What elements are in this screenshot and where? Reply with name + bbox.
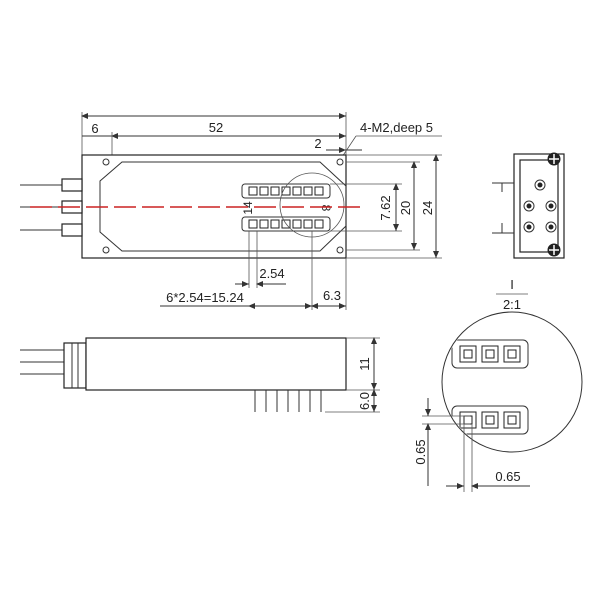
dim-pin-width: 0.65 (413, 439, 428, 464)
detail-title: I (510, 277, 514, 292)
module-lid-outline (99, 161, 347, 252)
dim-edge-offset: 6.3 (323, 288, 341, 303)
dim-pitch: 2.54 (259, 266, 284, 281)
dim-height-inner: 20 (398, 201, 413, 215)
top-view: 52 6 2 4-M2,deep 5 (20, 112, 442, 310)
dim-height-outer: 24 (420, 201, 435, 215)
port-icon (523, 200, 535, 212)
dim-pin-depth: 0.65 (495, 469, 520, 484)
port-icon (545, 221, 557, 233)
pin-label-14: 14 (241, 201, 255, 215)
detail-scale: 2:1 (503, 297, 521, 312)
dim-pin-length: 6.0 (357, 392, 372, 410)
dim-row-spacing: 7.62 (378, 195, 393, 220)
mounting-hole-icon (336, 158, 344, 166)
pin-row-top (241, 183, 331, 199)
pin-label-8: 8 (319, 205, 333, 212)
hole-note: 4-M2,deep 5 (360, 120, 433, 135)
side-view: 11 6.0 (20, 337, 380, 413)
mounting-hole-icon (102, 158, 110, 166)
dim-hole-offset: 2 (314, 136, 321, 151)
dim-overall-width: 52 (209, 120, 223, 135)
port-icon (523, 221, 535, 233)
dim-pin-span: 6*2.54=15.24 (166, 290, 244, 305)
screw-icon (547, 243, 561, 257)
screw-icon (547, 152, 561, 166)
end-view (492, 152, 565, 259)
port-icon (534, 179, 546, 191)
port-icon (545, 200, 557, 212)
detail-circle (441, 311, 583, 453)
pins-side (254, 390, 322, 412)
mounting-hole-icon (102, 246, 110, 254)
mounting-hole-icon (336, 246, 344, 254)
module-body-side (85, 337, 347, 391)
detail-view: I 2:1 0.65 (413, 277, 583, 492)
dim-body-height: 11 (357, 357, 372, 371)
dim-left-offset: 6 (91, 121, 98, 136)
